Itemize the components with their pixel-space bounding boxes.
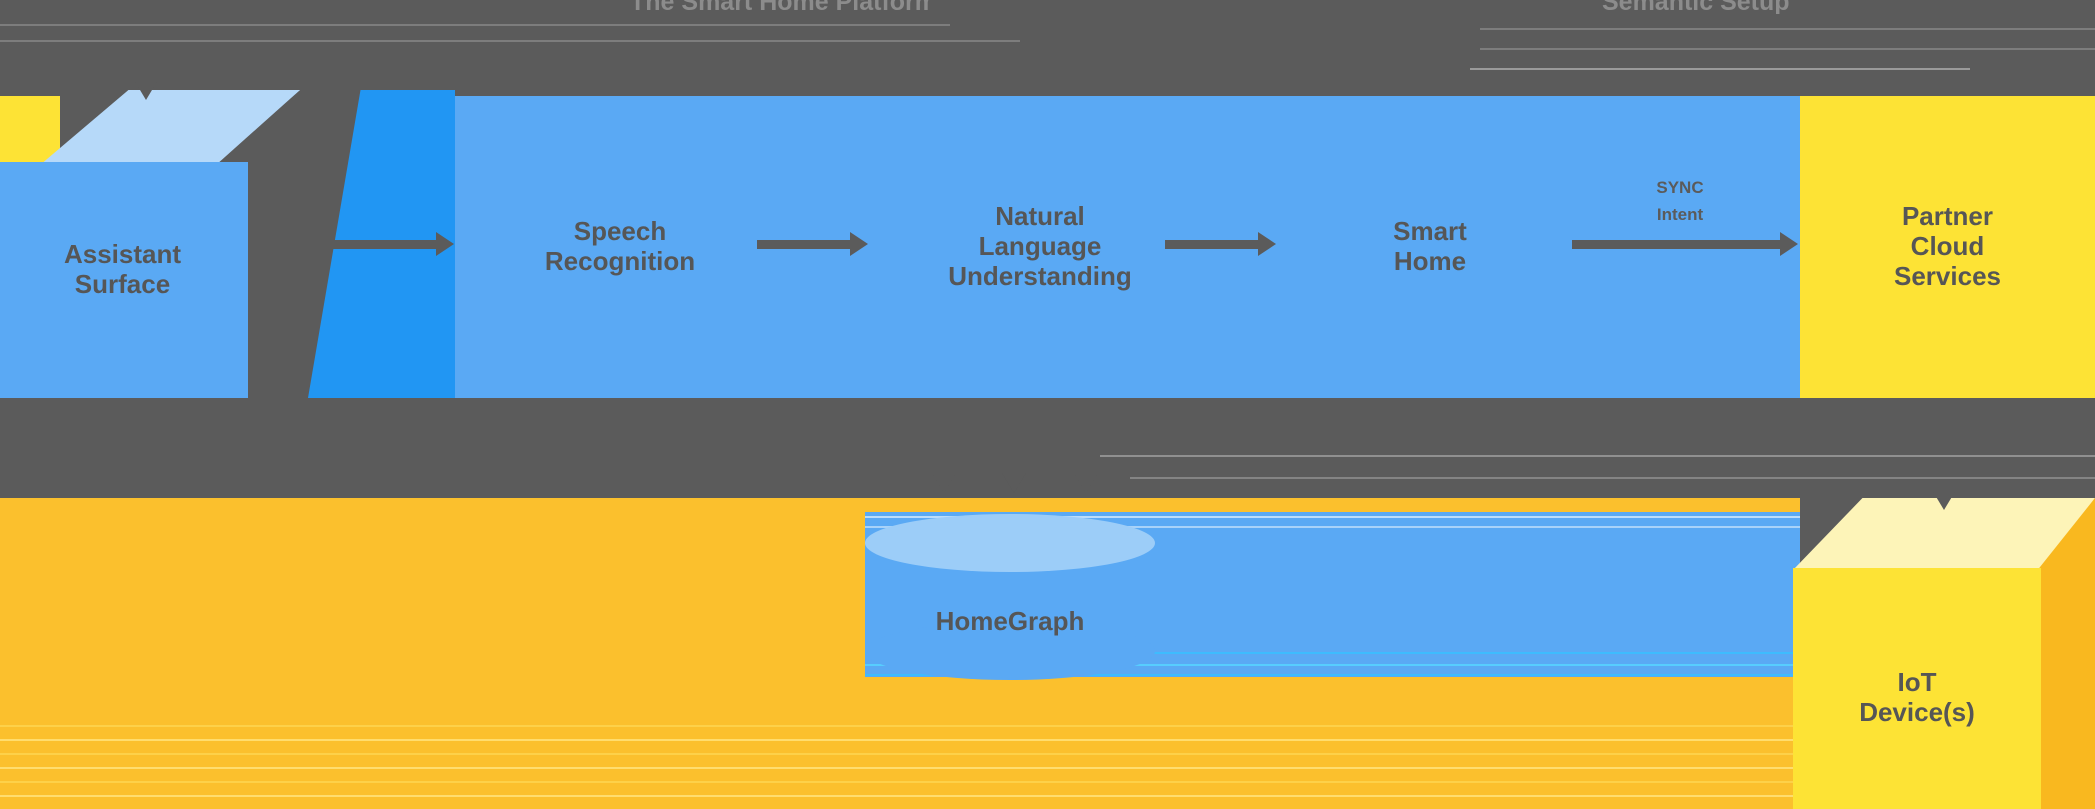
- assistant-surface-cube-top-extended: [40, 90, 300, 165]
- lower-rule-2: [0, 739, 1800, 741]
- homegraph-cylinder-bottom: [865, 622, 1155, 680]
- partner-cloud-services-node[interactable]: Partner Cloud Services: [1800, 96, 2095, 398]
- lower-rule-1: [0, 725, 1800, 727]
- mid-rule-1: [1100, 455, 2095, 457]
- edge-label-sync: SYNC: [1656, 178, 1704, 197]
- iot-devices-node[interactable]: IoT Device(s): [1793, 498, 2095, 809]
- homegraph-cylinder-top: [865, 514, 1155, 572]
- arrow-partner-to-iot: [1932, 470, 1956, 510]
- header-rule-4: [1480, 48, 2095, 50]
- blue-rule-1: [865, 516, 1800, 518]
- diagram-header: The Smart Home Platform Semantic Setup: [0, 0, 2095, 70]
- header-right-title: Semantic Setup: [1602, 0, 1790, 14]
- homegraph-node[interactable]: HomeGraph: [865, 512, 1155, 680]
- arrow-speech-to-nlu: [757, 232, 868, 256]
- blue-rule-5: [865, 674, 1800, 676]
- blue-rule-4: [865, 664, 1800, 666]
- iot-devices-cube-front: [1793, 568, 2041, 809]
- arrow-assistant-to-speech: [278, 232, 454, 256]
- mid-rule-2: [1130, 477, 2095, 479]
- arrow-header-to-assistant: [134, 60, 158, 100]
- lower-rule-4: [0, 767, 1800, 769]
- blue-rule-3: [865, 652, 1800, 654]
- smart-home-node[interactable]: Smart Home: [1290, 96, 1570, 398]
- mid-gray-gap: [0, 398, 2095, 498]
- arrow-smarthome-to-homegraph-2: [1002, 440, 1026, 493]
- arrow-smarthome-to-homegraph-1: [932, 440, 956, 493]
- lower-rule-3: [0, 753, 1800, 755]
- header-rule-5: [1470, 68, 1970, 70]
- assistant-surface-cube-front: [0, 162, 248, 398]
- edge-label-intent: Intent: [1656, 205, 1704, 224]
- partner-cloud-services-label: Partner Cloud Services: [1894, 201, 2001, 291]
- speech-recognition-label: Speech Recognition: [544, 216, 696, 276]
- header-rule-1: [0, 24, 950, 26]
- lower-rule-5: [0, 781, 1800, 783]
- blue-rule-2: [865, 526, 1800, 528]
- header-rule-2: [0, 40, 1020, 42]
- header-left-title: The Smart Home Platform: [630, 0, 930, 14]
- arrow-nlu-to-smarthome: [1165, 232, 1276, 256]
- arrow-smarthome-to-partner: [1572, 232, 1798, 256]
- arrow-smarthome-to-homegraph-3: [1074, 440, 1098, 493]
- lower-rule-6: [0, 795, 1800, 797]
- header-rule-3: [1480, 28, 2095, 30]
- speech-recognition-node[interactable]: Speech Recognition: [460, 96, 780, 398]
- smart-home-label: Smart Home: [1393, 216, 1467, 276]
